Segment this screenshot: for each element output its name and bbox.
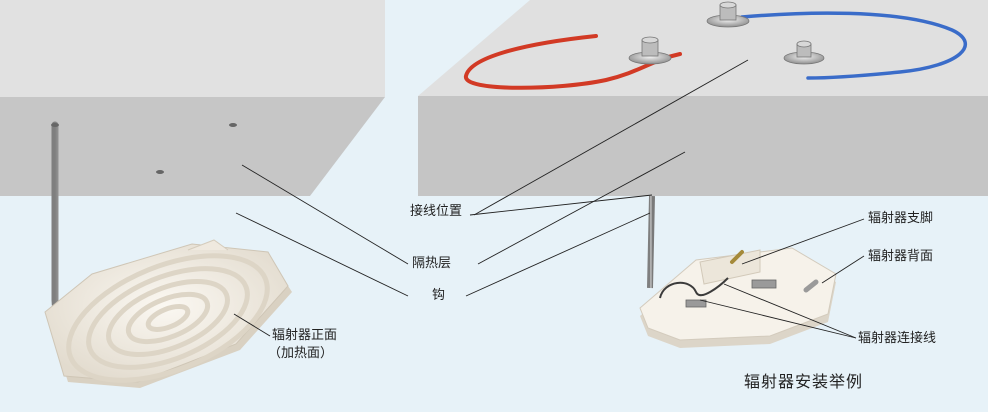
wiring-position-label: 接线位置: [410, 204, 463, 219]
terminal-bolts: [628, 1, 825, 65]
leader-lines: [233, 59, 865, 339]
insulation-layer-label: 隔热层: [412, 256, 452, 271]
radiator-back-label: 辐射器背面: [868, 249, 934, 264]
figure-caption: 辐射器安装举例: [744, 372, 864, 391]
red-wire: [464, 34, 682, 90]
left-insulation-slab: [0, 0, 385, 196]
radiator-front-label: 辐射器正面: [272, 328, 338, 343]
hook-label: 钩: [432, 288, 446, 303]
radiator-bracket-label: 辐射器支脚: [868, 211, 934, 226]
left-radiator-plate: [44, 239, 292, 388]
radiator-cable-label: 辐射器连接线: [858, 331, 937, 346]
radiator-front-sublabel: （加热面）: [268, 346, 334, 361]
right-radiator-plate: [639, 247, 837, 348]
blue-wire: [740, 11, 967, 80]
right-insulation-slab: [418, 0, 988, 196]
